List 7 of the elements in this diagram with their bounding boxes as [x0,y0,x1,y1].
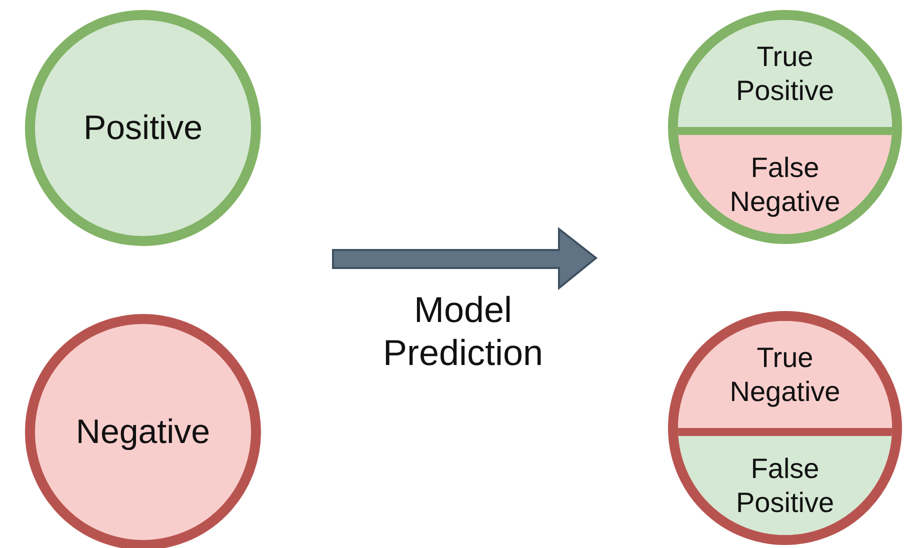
outcome-label: True Negative [728,340,842,408]
outcome-label: True Positive [734,40,836,108]
outcome-label: False Negative [728,150,842,218]
class-label: Negative [76,412,210,452]
outcome-label: False Positive [734,452,836,520]
arrow-caption: Model Prediction [382,288,544,374]
class-label: Positive [83,108,203,148]
